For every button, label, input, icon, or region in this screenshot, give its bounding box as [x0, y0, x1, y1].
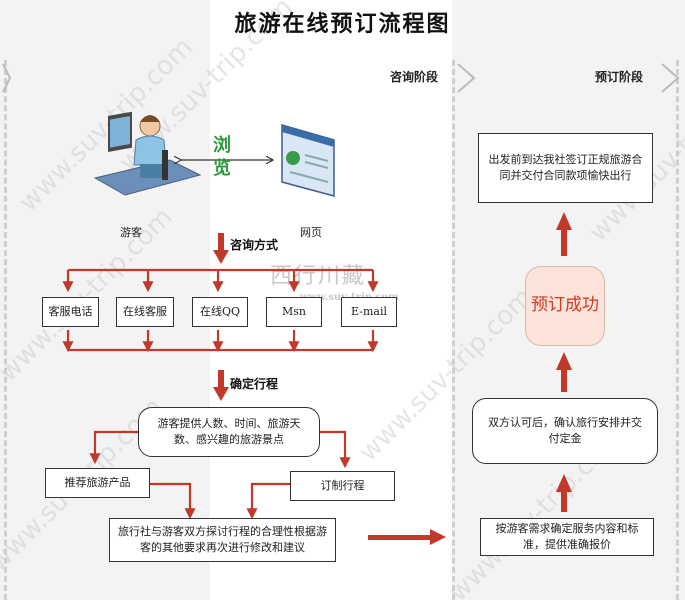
divider-mid: [452, 60, 455, 600]
booking-success: 预订成功: [525, 266, 605, 346]
divider-left: [4, 60, 7, 600]
tourist-icon: [93, 111, 202, 196]
method-phone: 客服电话: [42, 297, 99, 327]
custom-box: 订制行程: [290, 471, 395, 501]
quote-box: 按游客需求确定服务内容和标准，提供准确报价: [480, 518, 654, 556]
browse-label: 浏览: [213, 135, 235, 180]
deposit-box: 双方认可后，确认旅行安排并交付定金: [472, 398, 658, 464]
method-msn: Msn: [266, 297, 322, 327]
step-confirm-itinerary: 确定行程: [230, 377, 279, 391]
logo-watermark: 西行川藏: [270, 264, 367, 289]
divider-right: [676, 60, 679, 600]
step-consult-methods: 咨询方式: [230, 238, 279, 252]
left-band: [0, 0, 210, 600]
page-title: 旅游在线预订流程图: [234, 12, 451, 37]
discuss-box: 旅行社与游客双方探讨行程的合理性根据游客的其他要求再次进行修改和建议: [109, 518, 336, 562]
webpage-label: 网页: [300, 226, 322, 239]
phase-consult: 咨询阶段: [390, 70, 439, 84]
method-email: E-mail: [341, 297, 397, 327]
phase-booking: 预订阶段: [595, 70, 644, 84]
depart-box: 出发前到达我社签订正规旅游合同并交付合同款项愉快出行: [478, 133, 653, 203]
provide-info-box: 游客提供人数、时间、旅游天数、感兴趣的旅游景点: [138, 407, 320, 457]
method-online-service: 在线客服: [116, 297, 174, 327]
recommend-box: 推荐旅游产品: [45, 468, 150, 498]
webpage-icon: [281, 124, 335, 197]
tourist-label: 游客: [120, 226, 142, 239]
method-qq: 在线QQ: [192, 297, 248, 327]
